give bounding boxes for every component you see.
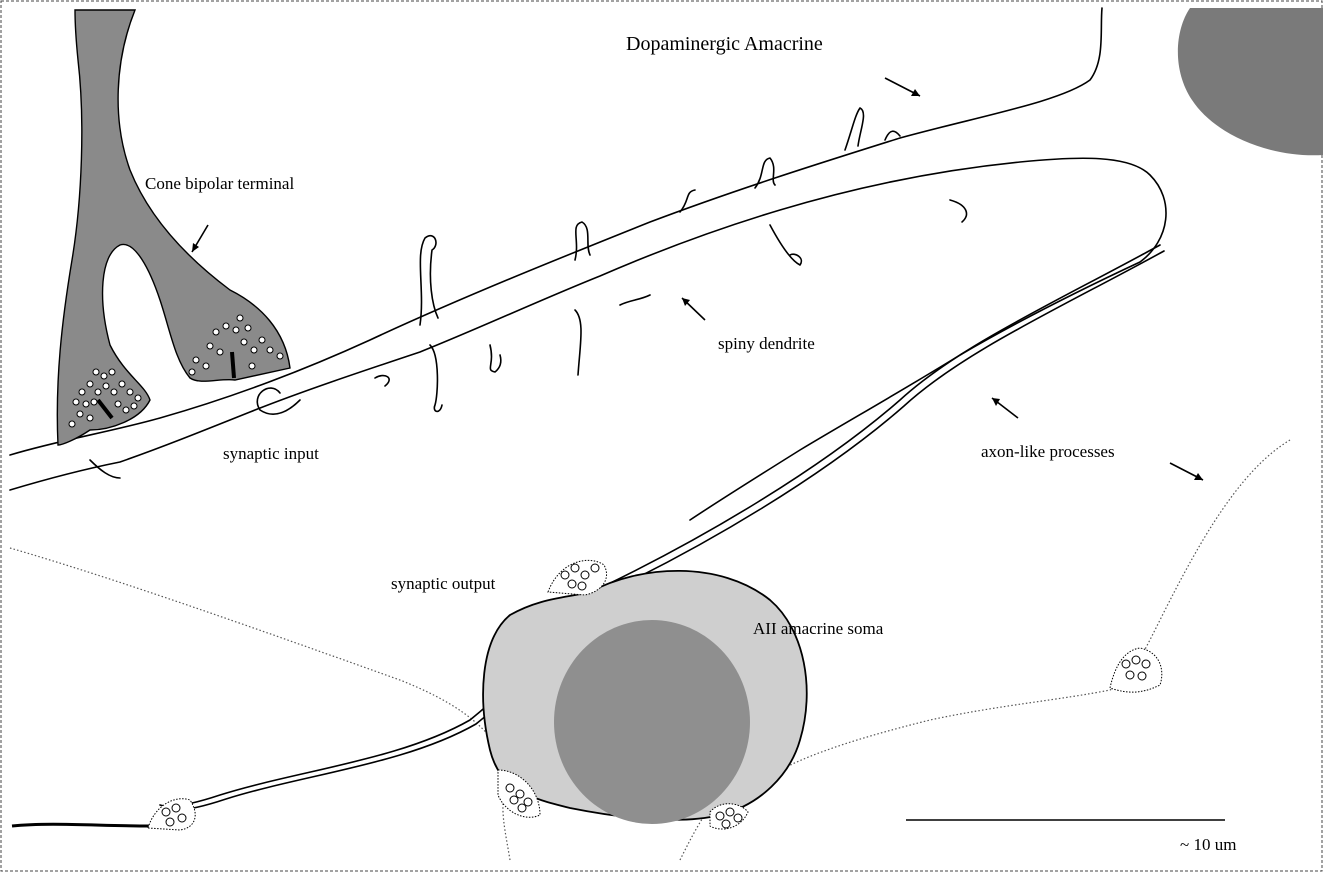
label-scale: ~ 10 um [1180, 835, 1236, 854]
thick-process-left [12, 824, 150, 826]
label-axon-like-processes: axon-like processes [981, 442, 1115, 461]
label-synaptic-output: synaptic output [391, 574, 496, 593]
label-cone-bipolar-terminal: Cone bipolar terminal [145, 174, 294, 193]
label-aii-amacrine-soma: AII amacrine soma [753, 619, 884, 638]
label-spiny-dendrite: spiny dendrite [718, 334, 815, 353]
label-synaptic-input: synaptic input [223, 444, 319, 463]
ribbon-right [232, 352, 234, 378]
aii-nucleus [554, 620, 750, 824]
label-dopaminergic-amacrine: Dopaminergic Amacrine [626, 33, 823, 55]
